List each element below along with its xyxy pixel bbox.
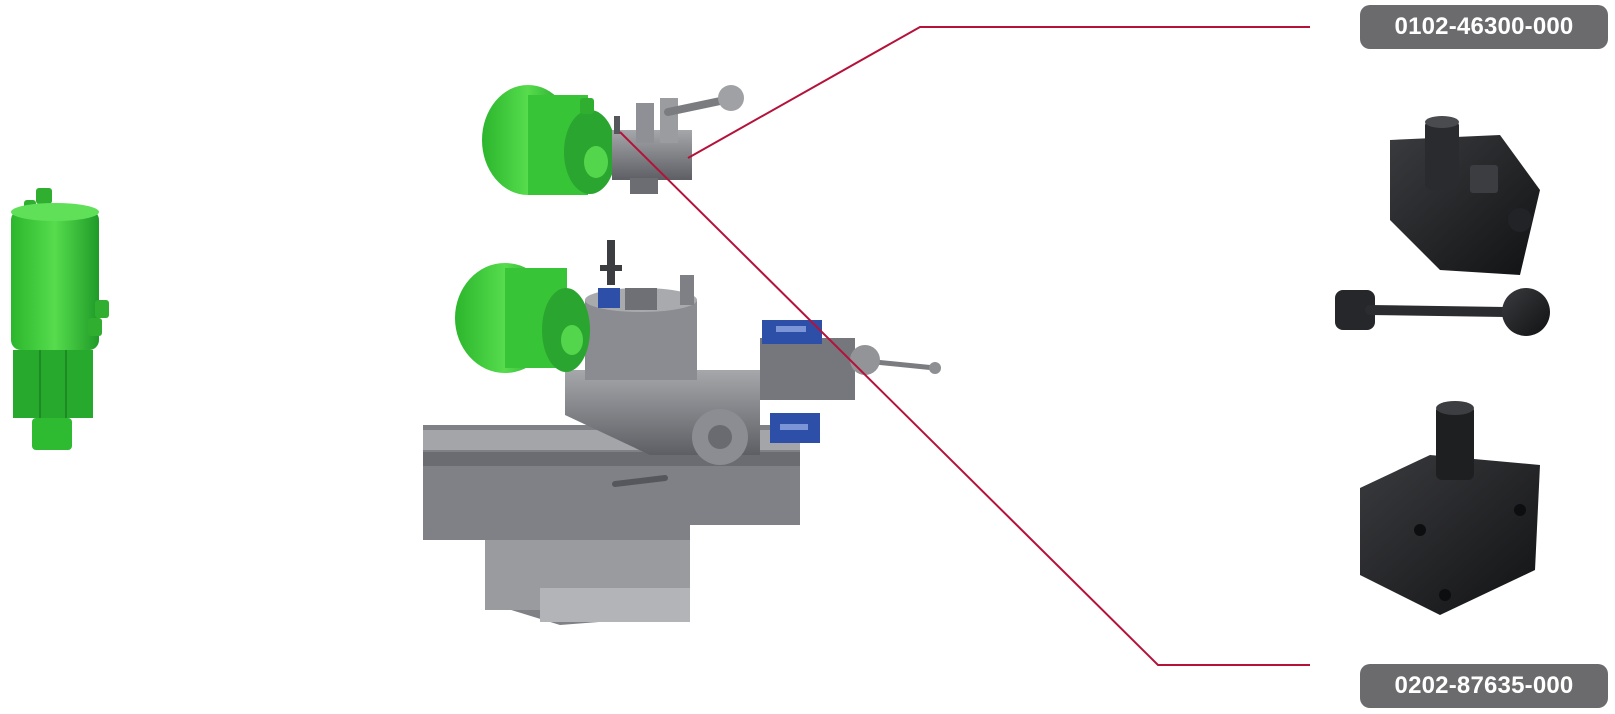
holder-block-icon: [1360, 401, 1540, 615]
part-number-label-bottom: 0202-87635-000: [1360, 664, 1608, 708]
blue-stop-block-upper: [762, 320, 822, 344]
leader-line-bottom: [619, 131, 1310, 666]
leader-line-top: [687, 26, 1310, 159]
part-number-bottom-text: 0202-87635-000: [1394, 672, 1574, 699]
green-spindle-motor-icon: [11, 188, 109, 450]
quick-change-tool-post-icon: [612, 85, 744, 194]
part-number-label-top: 0102-46300-000: [1360, 5, 1608, 49]
upper-assembly: [482, 85, 744, 195]
lathe-carriage-icon: [423, 240, 941, 625]
part-number-top-text: 0102-46300-000: [1394, 13, 1574, 40]
tool-holder-icon: [1390, 116, 1540, 275]
clamping-handle-icon: [1335, 288, 1550, 336]
blue-stop-block-lower: [770, 413, 820, 443]
